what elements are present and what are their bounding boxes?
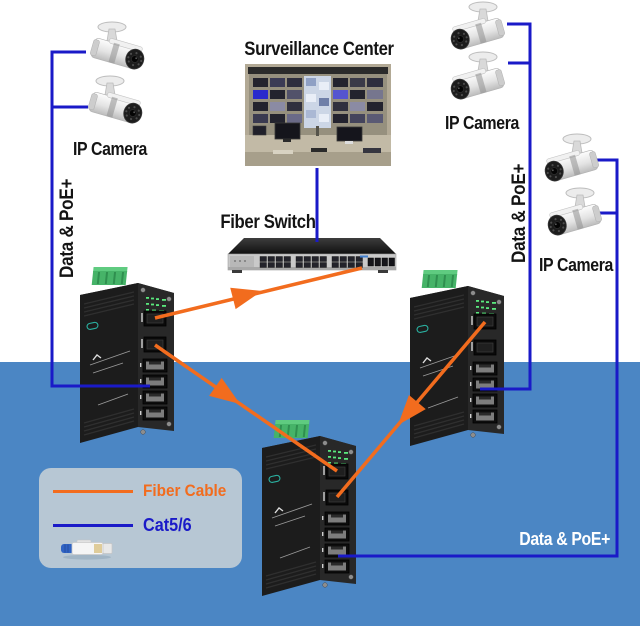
poe-switch-center	[261, 419, 357, 597]
data-poe-right-label: Data & PoE+	[509, 163, 530, 263]
ip-camera-midright-label: IP Camera	[538, 255, 614, 275]
legend-item-fiber: Fiber Cable	[53, 481, 236, 501]
legend-item-cat: Cat5/6	[53, 515, 197, 536]
cat5-line-midright-cameras	[338, 158, 619, 558]
fiber-arrowhead-3	[398, 394, 426, 425]
ip-camera-midright-2-icon	[544, 187, 604, 238]
fiber-switch-label: Fiber Switch	[220, 212, 316, 233]
ip-camera-topright-1-icon	[447, 1, 507, 52]
ip-camera-left-label: IP Camera	[72, 139, 148, 159]
ip-camera-topright-2-icon	[447, 51, 507, 102]
ip-camera-left-1-icon	[88, 21, 148, 72]
cat5-line-left-cameras	[50, 50, 150, 388]
fiber-line-left-to-center	[154, 343, 338, 473]
fiber-cable-lines	[154, 266, 487, 499]
legend-box: Fiber Cable Cat5/6	[39, 468, 242, 568]
poe-switch-right	[409, 269, 505, 447]
cat5-cable-lines	[50, 22, 619, 558]
fiber-arrowhead-2	[209, 377, 240, 404]
fiber-cable-line-swatch	[53, 489, 133, 493]
rj45-connector-icon	[61, 539, 113, 560]
ip-camera-left-2-icon	[86, 75, 146, 126]
poe-switch-left	[79, 266, 175, 444]
surveillance-center-label: Surveillance Center	[244, 39, 394, 60]
cat5-line-swatch	[53, 524, 133, 527]
legend-fiber-label: Fiber Cable	[143, 481, 227, 500]
legend-cat-label: Cat5/6	[143, 515, 192, 535]
fiber-switch-device	[227, 238, 397, 273]
cat5-line-topright-cameras	[480, 22, 532, 391]
ip-camera-midright-1-icon	[541, 133, 601, 184]
ip-camera-topright-label: IP Camera	[444, 113, 520, 133]
data-poe-bottom-label: Data & PoE+	[519, 529, 610, 549]
surveillance-room-photo	[245, 64, 391, 166]
fiber-arrowhead-1	[230, 287, 262, 310]
data-poe-left-label: Data & PoE+	[57, 178, 78, 278]
